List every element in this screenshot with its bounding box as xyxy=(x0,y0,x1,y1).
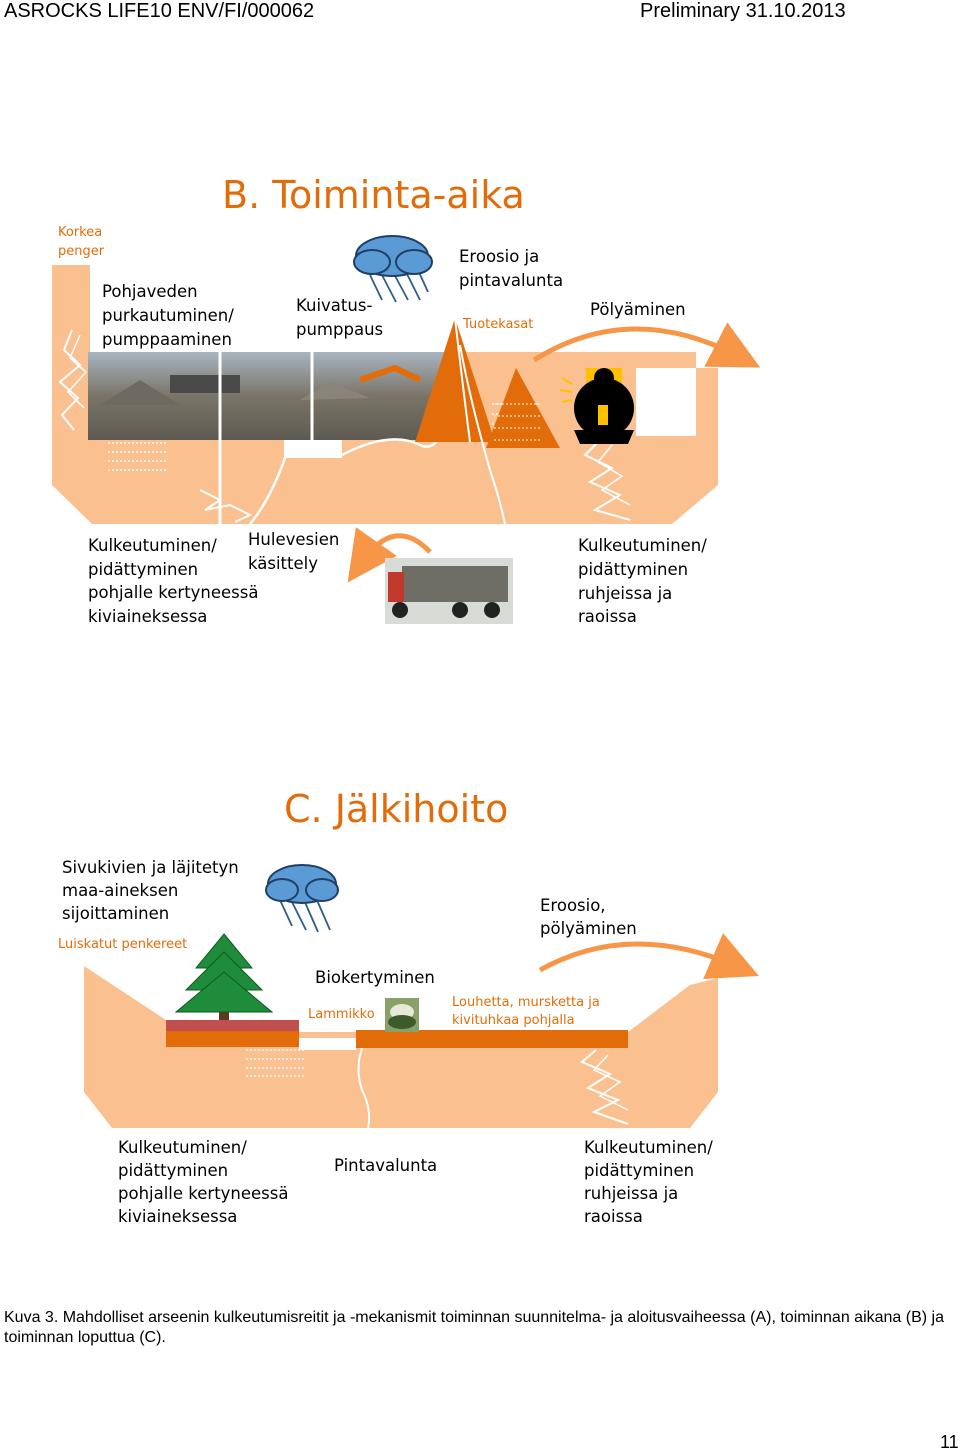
orange-layer-right xyxy=(356,1030,628,1048)
frog-photo xyxy=(385,998,419,1032)
rain-cloud-icon xyxy=(353,235,433,303)
label-luiskatut: Luiskatut penkereet xyxy=(58,937,187,952)
pump-box xyxy=(284,440,342,458)
panel-b: B. Toiminta-aika xyxy=(52,173,761,626)
header-project-code: ASROCKS LIFE10 ENV/FI/000062 xyxy=(4,0,315,22)
fracture-right-b xyxy=(583,439,631,521)
arsenic-pathway-diagram: B. Toiminta-aika xyxy=(52,173,761,1226)
panel-c: C. Jälkihoito xyxy=(58,787,759,1226)
orange-layer-left xyxy=(166,1031,299,1047)
fracture-right-c xyxy=(580,1049,629,1125)
label-eroosio-polyaminen: Eroosio, pölyäminen xyxy=(540,896,637,938)
fracture-bottom-b xyxy=(199,489,253,523)
stockpile-small xyxy=(486,368,560,448)
label-polyaminen: Pölyäminen xyxy=(590,300,686,319)
panel-c-title: C. Jälkihoito xyxy=(284,787,508,831)
truck-photo xyxy=(385,558,513,624)
label-kulkeutuminen-left-b: Kulkeutuminen/ pidättyminen pohjalle ker… xyxy=(88,536,264,626)
panel-b-title: B. Toiminta-aika xyxy=(222,173,525,217)
truck-arrow-b xyxy=(347,527,432,583)
label-kulkeutuminen-right-b: Kulkeutuminen/ pidättyminen ruhjeissa ja… xyxy=(578,536,712,626)
dust-figure-icon xyxy=(559,368,634,444)
label-kulkeutuminen-left-c: Kulkeutuminen/ pidättyminen pohjalle ker… xyxy=(118,1138,294,1226)
label-sivukivien: Sivukivien ja läjitetyn maa-aineksen sij… xyxy=(62,858,244,923)
label-kulkeutuminen-right-c: Kulkeutuminen/ pidättyminen ruhjeissa ja… xyxy=(584,1138,718,1226)
rain-cloud-icon xyxy=(265,864,339,933)
label-louhetta: Louhetta, mursketta ja kivituhkaa pohjal… xyxy=(452,995,604,1028)
tree-icon xyxy=(174,933,274,1020)
label-biokertyminen: Biokertyminen xyxy=(315,968,435,987)
label-eroosio-pintavalunta: Eroosio ja pintavalunta xyxy=(459,247,563,290)
label-korkea-penger: Korkea penger xyxy=(58,225,106,259)
brown-strip xyxy=(166,1020,299,1031)
label-hulevesien: Hulevesien käsittely xyxy=(248,530,345,573)
label-lammikko: Lammikko xyxy=(308,1007,375,1022)
label-pintavalunta: Pintavalunta xyxy=(334,1156,437,1175)
label-kuivatuspumppaus: Kuivatus- pumppaus xyxy=(296,296,383,339)
fracture-left-b xyxy=(58,329,82,431)
figure-caption: Kuva 3. Mahdolliset arseenin kulkeutumis… xyxy=(4,1309,944,1346)
page-number: 11 xyxy=(940,1432,959,1452)
pit-wall-gap xyxy=(636,368,696,436)
dust-arrow-c xyxy=(538,933,759,979)
fracture-center-c xyxy=(357,1047,371,1129)
header-date: Preliminary 31.10.2013 xyxy=(640,0,846,22)
label-pohjaveden: Pohjaveden purkautuminen/ pumppaaminen xyxy=(102,282,239,349)
dust-arrow-b xyxy=(532,322,761,368)
lammikko-pond xyxy=(299,1038,356,1050)
label-tuotekasat: Tuotekasat xyxy=(462,317,533,332)
